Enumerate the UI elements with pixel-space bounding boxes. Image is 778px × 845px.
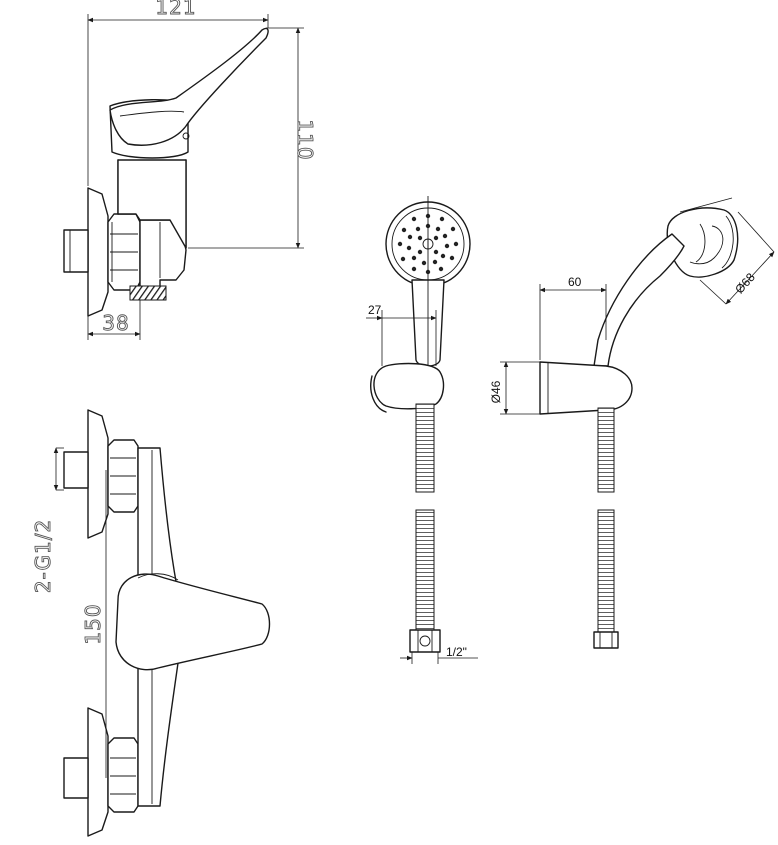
- dim-handshower-offset: 27: [368, 303, 382, 317]
- wall-holder-front: [373, 362, 445, 410]
- side-hose-upper: [597, 407, 615, 493]
- hose-lower: [415, 509, 435, 631]
- dim-mixer-depth: 38: [102, 311, 129, 335]
- upper-flange: [87, 409, 109, 539]
- inlet-stub: [63, 229, 89, 273]
- lower-flange: [87, 707, 109, 837]
- lever-arm: [109, 27, 269, 146]
- hose-upper: [415, 403, 435, 493]
- hose-nut: [409, 629, 441, 653]
- wall-holder-side: [539, 361, 633, 415]
- mixer-side-view: 121 110 38: [63, 0, 317, 340]
- handshower-side-handle: [593, 233, 685, 367]
- side-hose-nut: [593, 631, 619, 649]
- dim-holder-diameter: Ø46: [489, 380, 503, 403]
- lever-front: [115, 573, 271, 671]
- handshower-front-view: 27 1/2": [366, 196, 478, 664]
- side-hose-lower: [597, 509, 615, 633]
- dim-mixer-width: 121: [155, 0, 196, 19]
- mixer-front-view: 2-G1/2 150: [31, 409, 271, 837]
- dim-inlet-centers: 150: [81, 603, 105, 644]
- dim-inlet-thread: 2-G1/2: [31, 519, 55, 593]
- dim-hose-thread: 1/2": [446, 645, 467, 659]
- lower-hex-nut: [107, 737, 139, 813]
- outlet-thread: [129, 285, 167, 301]
- wall-flange: [87, 187, 109, 317]
- handshower-side-view: 60 Ø46 Ø68: [489, 197, 775, 649]
- dim-holder-reach: 60: [568, 275, 582, 289]
- dim-mixer-height: 110: [293, 119, 317, 160]
